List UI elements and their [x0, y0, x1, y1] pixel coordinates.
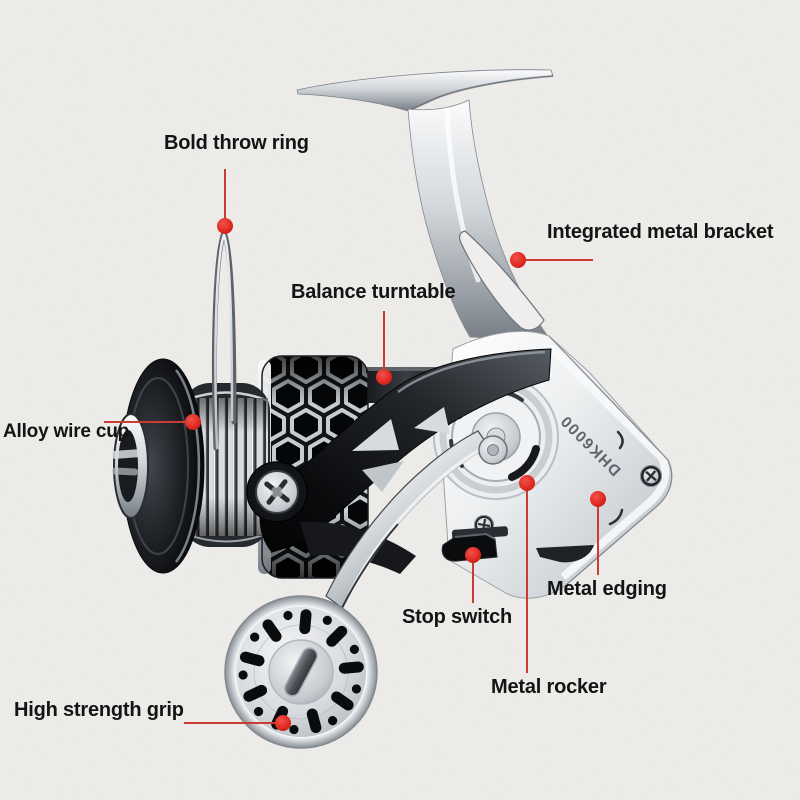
- callout-label: Bold throw ring: [164, 132, 309, 154]
- callout-label: Integrated metal bracket: [547, 221, 774, 243]
- reel-foot: [296, 69, 554, 112]
- callout-line: [383, 311, 385, 370]
- callout-dot: [519, 475, 535, 491]
- handle-knob: [224, 595, 378, 749]
- reel-bracket: [407, 99, 552, 342]
- callout-line: [597, 506, 599, 575]
- callout-label: Alloy wire cup: [3, 421, 130, 442]
- callout-dot: [217, 218, 233, 234]
- spool-flange: [111, 358, 205, 574]
- callout-dot: [275, 715, 291, 731]
- callout-label: Balance turntable: [291, 281, 456, 303]
- callout-line: [104, 421, 188, 423]
- callout-label: Metal edging: [547, 578, 667, 600]
- callout-label: High strength grip: [14, 699, 184, 721]
- callout-dot: [590, 491, 606, 507]
- body-screw: [640, 465, 662, 487]
- callout-line: [521, 259, 593, 261]
- callout-dot: [185, 414, 201, 430]
- callout-label: Stop switch: [402, 606, 513, 628]
- callout-line: [472, 562, 474, 603]
- callout-label: Metal rocker: [491, 676, 607, 698]
- callout-line: [526, 490, 528, 673]
- callout-line: [184, 722, 277, 724]
- bail-mount-screw: [246, 461, 308, 523]
- callout-dot: [465, 547, 481, 563]
- handle-arm: [325, 430, 508, 609]
- callout-dot: [510, 252, 526, 268]
- callout-line: [224, 169, 226, 219]
- callout-dot: [376, 369, 392, 385]
